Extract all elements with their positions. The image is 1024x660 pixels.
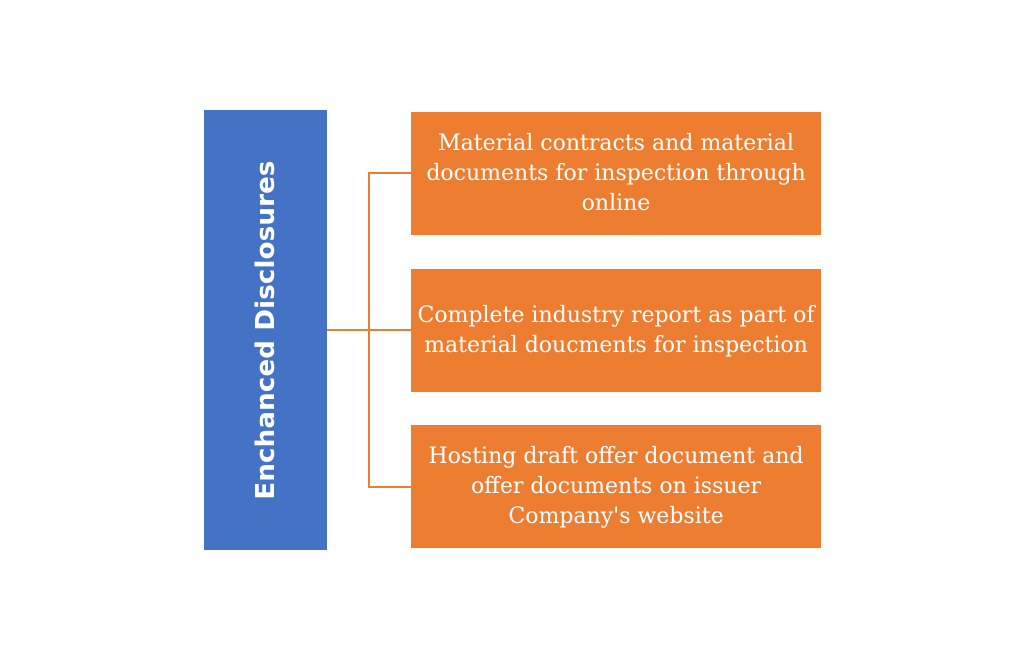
root-node: Enchanced Disclosures xyxy=(204,110,327,550)
child-node-3-label: Hosting draft offer document and offer d… xyxy=(428,443,804,529)
child-node-3: Hosting draft offer document and offer d… xyxy=(411,425,821,548)
connector-branch-2 xyxy=(368,329,411,331)
connector-branch-3 xyxy=(368,486,411,488)
child-node-1: Material contracts and material document… xyxy=(411,112,821,235)
connector-branch-1 xyxy=(368,172,411,174)
connector-root-stem xyxy=(327,329,370,331)
child-node-2: Complete industry report as part of mate… xyxy=(411,269,821,392)
child-node-1-label: Material contracts and material document… xyxy=(426,130,806,216)
root-label: Enchanced Disclosures xyxy=(250,160,281,500)
child-node-2-label: Complete industry report as part of mate… xyxy=(417,302,815,358)
